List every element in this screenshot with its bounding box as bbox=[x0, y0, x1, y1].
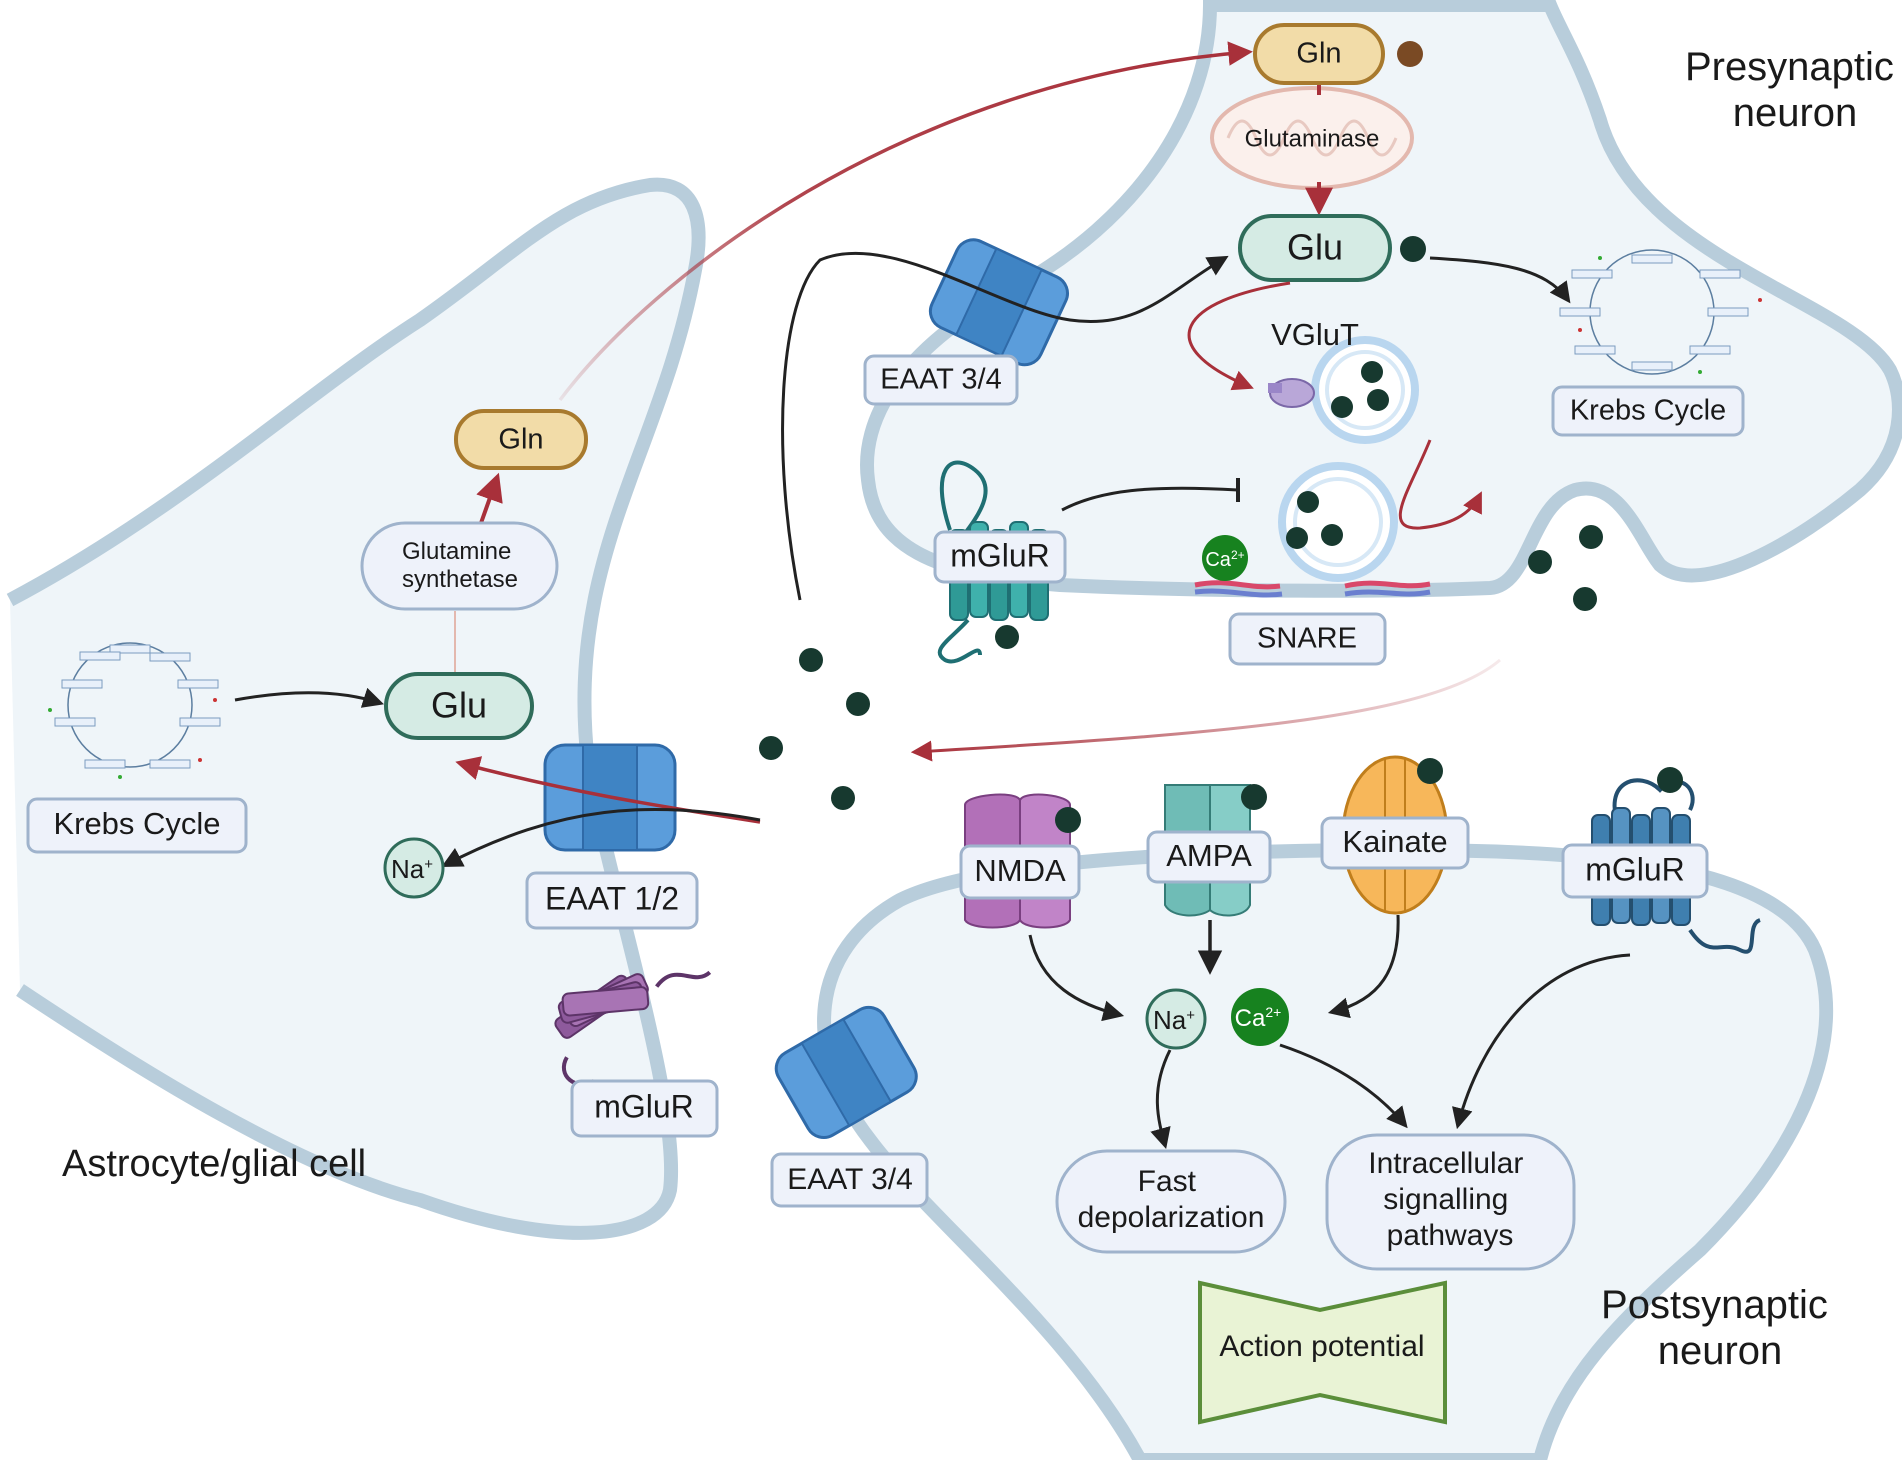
ampa-label: AMPA bbox=[1166, 838, 1252, 873]
astro-sodium-ion bbox=[383, 837, 445, 899]
snare-label-box bbox=[1228, 612, 1387, 666]
vesicle-upper-inner bbox=[1325, 350, 1405, 430]
pre-krebs-label: Krebs Cycle bbox=[1570, 395, 1726, 427]
post-eaat-label-box bbox=[770, 1152, 929, 1208]
pre-mglur-label-box bbox=[933, 530, 1067, 584]
astro-sodium-label: Na+ bbox=[391, 854, 433, 884]
glutamate-dot bbox=[1321, 524, 1343, 546]
vglut-transporter-icon bbox=[1268, 378, 1315, 408]
glutamine-synthetase-label: Glutamine synthetase bbox=[402, 538, 518, 593]
astrocyte-title: Astrocyte/glial cell bbox=[62, 1143, 366, 1185]
pre-krebs-label-box bbox=[1551, 385, 1745, 437]
pre-mglur-label: mGluR bbox=[950, 537, 1050, 573]
fast-depolarization-label: Fast depolarization bbox=[1078, 1165, 1265, 1234]
vesicle-docked-inner bbox=[1293, 477, 1383, 567]
vesicle-upper bbox=[1311, 336, 1419, 444]
vesicle-release-arrow bbox=[1398, 439, 1482, 530]
glutamate-dot bbox=[846, 692, 870, 716]
glutamate-dot bbox=[831, 786, 855, 810]
ca-to-signalling-arrow bbox=[1279, 1043, 1408, 1129]
astro-glu-pill bbox=[384, 672, 534, 740]
post-calcium-ion bbox=[1231, 988, 1289, 1046]
mglur-to-signalling-arrow bbox=[1452, 953, 1631, 1130]
glutamate-dot bbox=[799, 648, 823, 672]
glutamate-dot bbox=[1579, 525, 1603, 549]
glu-to-vglut-arrow bbox=[1187, 281, 1291, 391]
post-mglur-label-box bbox=[1561, 843, 1709, 899]
glutamate-dot bbox=[759, 736, 783, 760]
glutamine-dot bbox=[1397, 41, 1423, 67]
astro-mglur-label: mGluR bbox=[594, 1088, 694, 1124]
post-calcium-label: Ca2+ bbox=[1235, 1004, 1282, 1032]
fast-depolarization-box bbox=[1055, 1149, 1287, 1254]
synthetase-to-gln-arrow bbox=[476, 472, 503, 524]
krebs-to-glu-arrow bbox=[234, 687, 384, 708]
na-to-depolarization-arrow bbox=[1150, 1049, 1172, 1150]
pre-calcium-ion bbox=[1202, 535, 1248, 581]
astrocyte-membrane bbox=[6, 177, 706, 1240]
astro-gln-pill bbox=[454, 409, 588, 470]
postsynaptic-title: Postsynaptic neuron bbox=[1601, 1283, 1839, 1373]
kainate-label: Kainate bbox=[1342, 824, 1447, 859]
astro-mglur-label-box bbox=[570, 1079, 719, 1138]
post-eaat-transporter-icon bbox=[774, 1005, 918, 1139]
astro-eaat-label: EAAT 1/2 bbox=[545, 880, 679, 916]
vesicle-docked bbox=[1278, 462, 1398, 582]
pre-gln-label: Gln bbox=[1296, 38, 1341, 70]
kainate-label-box bbox=[1320, 816, 1470, 870]
glutamate-dot bbox=[1367, 389, 1389, 411]
pre-calcium-label: Ca2+ bbox=[1205, 548, 1244, 571]
pre-glu-pill bbox=[1238, 214, 1392, 282]
cleft-diffusion-arrow bbox=[910, 658, 1501, 762]
mitochondrion-cristae bbox=[1226, 119, 1398, 157]
astro-glu-label: Glu bbox=[431, 685, 487, 726]
glutamine-synthetase-box bbox=[360, 521, 559, 611]
nmda-label-box bbox=[959, 844, 1081, 900]
action-potential-chevron bbox=[1198, 1280, 1447, 1425]
glutamate-dot bbox=[1297, 491, 1319, 513]
pre-krebs-cycle-icon bbox=[1559, 249, 1762, 375]
pre-eaat-label: EAAT 3/4 bbox=[880, 364, 1001, 396]
pre-gln-pill bbox=[1253, 23, 1385, 85]
pre-eaat-label-box bbox=[863, 354, 1019, 406]
astro-glu-uptake-arrow bbox=[455, 756, 761, 824]
pre-glu-label: Glu bbox=[1287, 227, 1343, 268]
glutamate-dot bbox=[1331, 396, 1353, 418]
ampa-label-box bbox=[1146, 830, 1272, 884]
astro-krebs-label-box bbox=[26, 797, 248, 854]
glutamate-dot bbox=[1286, 527, 1308, 549]
glutaminase-label: Glutaminase bbox=[1245, 125, 1380, 152]
glutamate-dot bbox=[1573, 587, 1597, 611]
vglut-label: VGluT bbox=[1271, 317, 1359, 352]
snare-complex-icon bbox=[1194, 580, 1431, 598]
intracellular-signalling-label: Intracellular signalling pathways bbox=[1368, 1147, 1531, 1252]
astro-krebs-cycle-icon bbox=[48, 642, 221, 779]
gln-shuttle-arrow bbox=[558, 41, 1253, 402]
glutamate-dot bbox=[1361, 361, 1383, 383]
reuptake-arrow-pre bbox=[781, 251, 1229, 601]
presynaptic-title: Presynaptic neuron bbox=[1685, 45, 1902, 135]
glutamate-dot bbox=[1528, 550, 1552, 574]
post-sodium-label: Na+ bbox=[1153, 1005, 1195, 1035]
astro-na-cotransport-arrow bbox=[441, 807, 761, 867]
astro-gln-label: Gln bbox=[498, 424, 543, 456]
action-potential-label: Action potential bbox=[1219, 1330, 1424, 1363]
pre-eaat-transporter-icon bbox=[928, 238, 1069, 367]
intracellular-signalling-box bbox=[1325, 1133, 1576, 1271]
mglur-inhibition-line bbox=[1061, 486, 1239, 512]
nmda-to-na-arrow bbox=[1028, 934, 1125, 1022]
astro-eaat-label-box bbox=[525, 871, 699, 930]
snare-label: SNARE bbox=[1257, 623, 1357, 655]
kainate-to-ca-arrow bbox=[1327, 914, 1400, 1019]
astro-krebs-label: Krebs Cycle bbox=[53, 806, 220, 841]
nmda-label: NMDA bbox=[974, 853, 1066, 888]
glu-to-krebs-arrow bbox=[1429, 256, 1571, 304]
post-mglur-label: mGluR bbox=[1585, 851, 1685, 887]
glutamate-dot bbox=[1400, 236, 1426, 262]
post-sodium-ion bbox=[1145, 988, 1207, 1050]
post-eaat-label: EAAT 3/4 bbox=[787, 1163, 913, 1196]
